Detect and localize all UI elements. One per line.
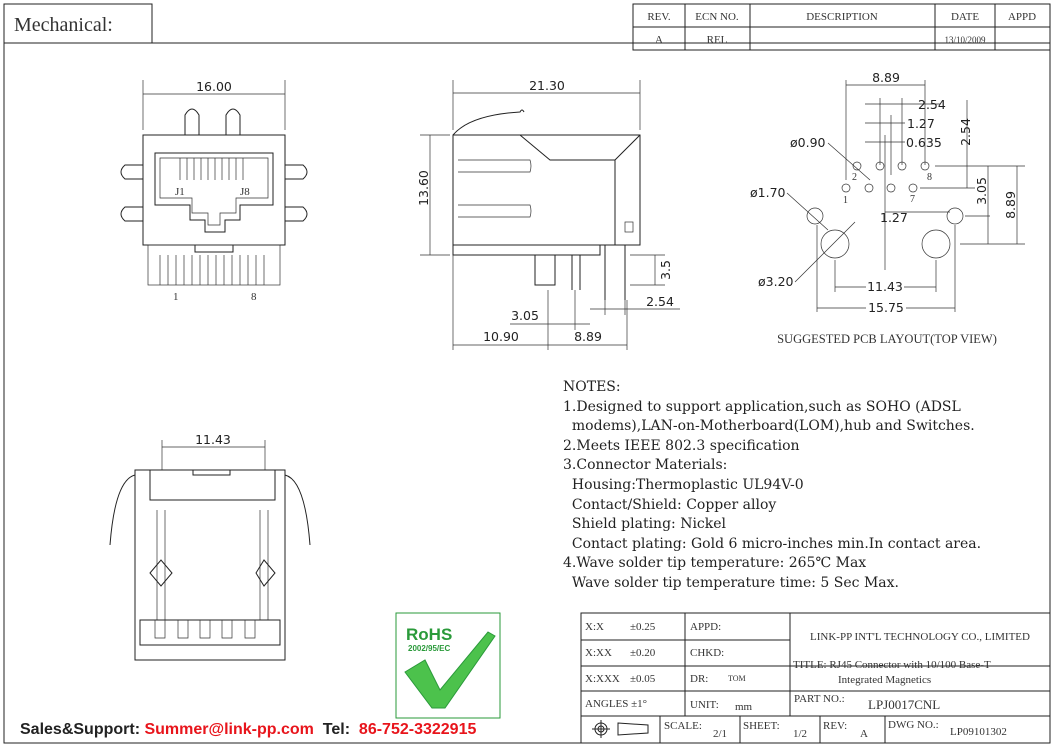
pcb-dim-8-89-vertical: 8.89 <box>1003 191 1018 219</box>
title-line-1: TITLE: RJ45 Connector with 10/100 Base-T <box>793 659 991 671</box>
note-line: Contact plating: Gold 6 micro-inches min… <box>563 535 982 552</box>
email-link[interactable]: Summer@link-pp.com <box>144 721 314 738</box>
tel-label: Tel: <box>313 721 359 738</box>
pcb-dim-1-27: 1.27 <box>907 116 935 131</box>
scale-label: SCALE: <box>664 720 702 732</box>
header-box <box>3 3 153 44</box>
rohs-logo: RoHS 2002/95/EC <box>395 612 501 719</box>
tol-xxx: X:XXX <box>585 673 620 685</box>
description-header: DESCRIPTION <box>806 11 878 23</box>
pcb-dim-2-54-vertical: 2.54 <box>958 118 973 146</box>
appd-header: APPD <box>1008 11 1036 23</box>
dim-3-05: 3.05 <box>511 308 539 323</box>
pin-1-label: 1 <box>173 291 179 303</box>
header-title: Mechanical: <box>14 14 113 36</box>
phone-number[interactable]: 86-752-3322915 <box>358 721 477 738</box>
part-no-value: LPJ0017CNL <box>868 697 940 712</box>
notes: NOTES: 1.Designed to support application,… <box>563 378 981 594</box>
note-line: Wave solder tip temperature time: 5 Sec … <box>563 574 899 591</box>
side-view: 21.30 13.60 3.5 2.54 3.05 10.90 8.89 <box>416 78 680 350</box>
pin-holes <box>806 161 964 259</box>
note-line: 2.Meets IEEE 802.3 specification <box>563 437 800 454</box>
front-view: 16.00 J1 J8 1 8 <box>120 79 308 303</box>
pcb-dim-11-43: 11.43 <box>867 279 903 294</box>
pin-2-label: 2 <box>852 172 857 183</box>
checkmark-icon <box>404 631 496 709</box>
pcb-layout: 8.89 2.54 1.27 0.635 ø0.90 2 8 1 7 2.54 … <box>750 70 1025 346</box>
tol-xx: X:XX <box>585 647 612 659</box>
side-height-dim: 13.60 <box>416 170 431 206</box>
date-value: 13/10/2009 <box>944 35 986 45</box>
dr-label: DR: <box>690 673 708 685</box>
note-line: Contact/Shield: Copper alloy <box>563 496 777 513</box>
footer-contact: Sales&Support: Summer@link-pp.com Tel: 8… <box>20 721 476 739</box>
note-line: modems),LAN-on-Motherboard(LOM),hub and … <box>563 418 975 435</box>
tol-x-value: ±0.25 <box>630 621 656 633</box>
sheet-label: SHEET: <box>743 720 780 732</box>
dim-2-54: 2.54 <box>646 294 674 309</box>
pcb-dim-0-635: 0.635 <box>906 135 942 150</box>
pcb-dim-3-05: 3.05 <box>974 177 989 205</box>
dim-3-5: 3.5 <box>658 260 673 280</box>
dwg-no-value: LP09101302 <box>950 726 1007 738</box>
rohs-directive: 2002/95/EC <box>408 644 450 653</box>
unit-value: mm <box>735 701 753 713</box>
front-width-dim: 16.00 <box>196 79 232 94</box>
dim-label-background <box>866 280 904 294</box>
rev-value-block: A <box>860 728 868 740</box>
pin-8-label: 8 <box>251 291 257 303</box>
pcb-dim-2-54: 2.54 <box>918 97 946 112</box>
hole-3-20-label: ø3.20 <box>758 274 794 289</box>
label-j1: J1 <box>175 186 185 198</box>
bottom-width-dim: 11.43 <box>195 432 231 447</box>
angles: ANGLES ±1° <box>585 698 647 710</box>
date-header: DATE <box>951 11 979 23</box>
note-line: 4.Wave solder tip temperature: 265℃ Max <box>563 555 867 572</box>
tol-x: X:X <box>585 621 604 633</box>
dwg-no-label: DWG NO.: <box>888 719 939 731</box>
sheet-value: 1/2 <box>793 728 807 740</box>
rev-label: REV: <box>823 720 847 732</box>
note-line: Housing:Thermoplastic UL94V-0 <box>563 476 804 493</box>
title-line-2: Integrated Magnetics <box>838 674 931 686</box>
revision-table: REV. ECN NO. DESCRIPTION DATE APPD A REL… <box>632 3 1051 51</box>
notes-title: NOTES: <box>563 379 621 395</box>
ecn-header: ECN NO. <box>695 11 739 23</box>
dr-value: TOM <box>728 674 746 683</box>
note-line: 1.Designed to support application,such a… <box>563 398 961 415</box>
label-j8: J8 <box>240 186 250 198</box>
part-no-label: PART NO.: <box>794 693 845 705</box>
side-length-dim: 21.30 <box>529 78 565 93</box>
sales-label: Sales&Support: <box>20 721 145 738</box>
chkd-label: CHKD: <box>690 647 724 659</box>
unit-label: UNIT: <box>690 699 719 711</box>
pin-7-label: 7 <box>910 194 915 205</box>
hole-0-90-label: ø0.90 <box>790 135 826 150</box>
dim-8-89: 8.89 <box>574 329 602 344</box>
scale-value: 2/1 <box>713 728 727 740</box>
pcb-caption: SUGGESTED PCB LAYOUT(TOP VIEW) <box>777 332 997 346</box>
company-name: LINK-PP INT'L TECHNOLOGY CO., LIMITED <box>810 631 1030 643</box>
note-line: 3.Connector Materials: <box>563 457 728 474</box>
bottom-view: 11.43 <box>109 432 311 661</box>
sheet-border <box>3 42 1051 744</box>
tol-xx-value: ±0.20 <box>630 647 656 659</box>
rev-header: REV. <box>647 11 671 23</box>
dim-10-90: 10.90 <box>483 329 519 344</box>
appd-label: APPD: <box>690 621 721 633</box>
ecn-value: REL <box>707 34 728 46</box>
dim-label-background <box>866 301 906 315</box>
projection-symbol-icon <box>592 720 649 738</box>
title-block: X:X ±0.25 X:XX ±0.20 X:XXX ±0.05 ANGLES ±1°… <box>580 612 1051 744</box>
pin-8-pcb-label: 8 <box>927 172 932 183</box>
pcb-dim-8-89: 8.89 <box>872 70 900 85</box>
rev-value: A <box>655 34 663 46</box>
note-line: Shield plating: Nickel <box>563 516 727 533</box>
pcb-dim-1-27-lower: 1.27 <box>880 210 908 225</box>
hole-1-70-label: ø1.70 <box>750 185 786 200</box>
pcb-dim-15-75: 15.75 <box>868 300 904 315</box>
rohs-label: RoHS <box>406 625 452 644</box>
tol-xxx-value: ±0.05 <box>630 673 656 685</box>
pin-1-pcb-label: 1 <box>843 195 848 206</box>
